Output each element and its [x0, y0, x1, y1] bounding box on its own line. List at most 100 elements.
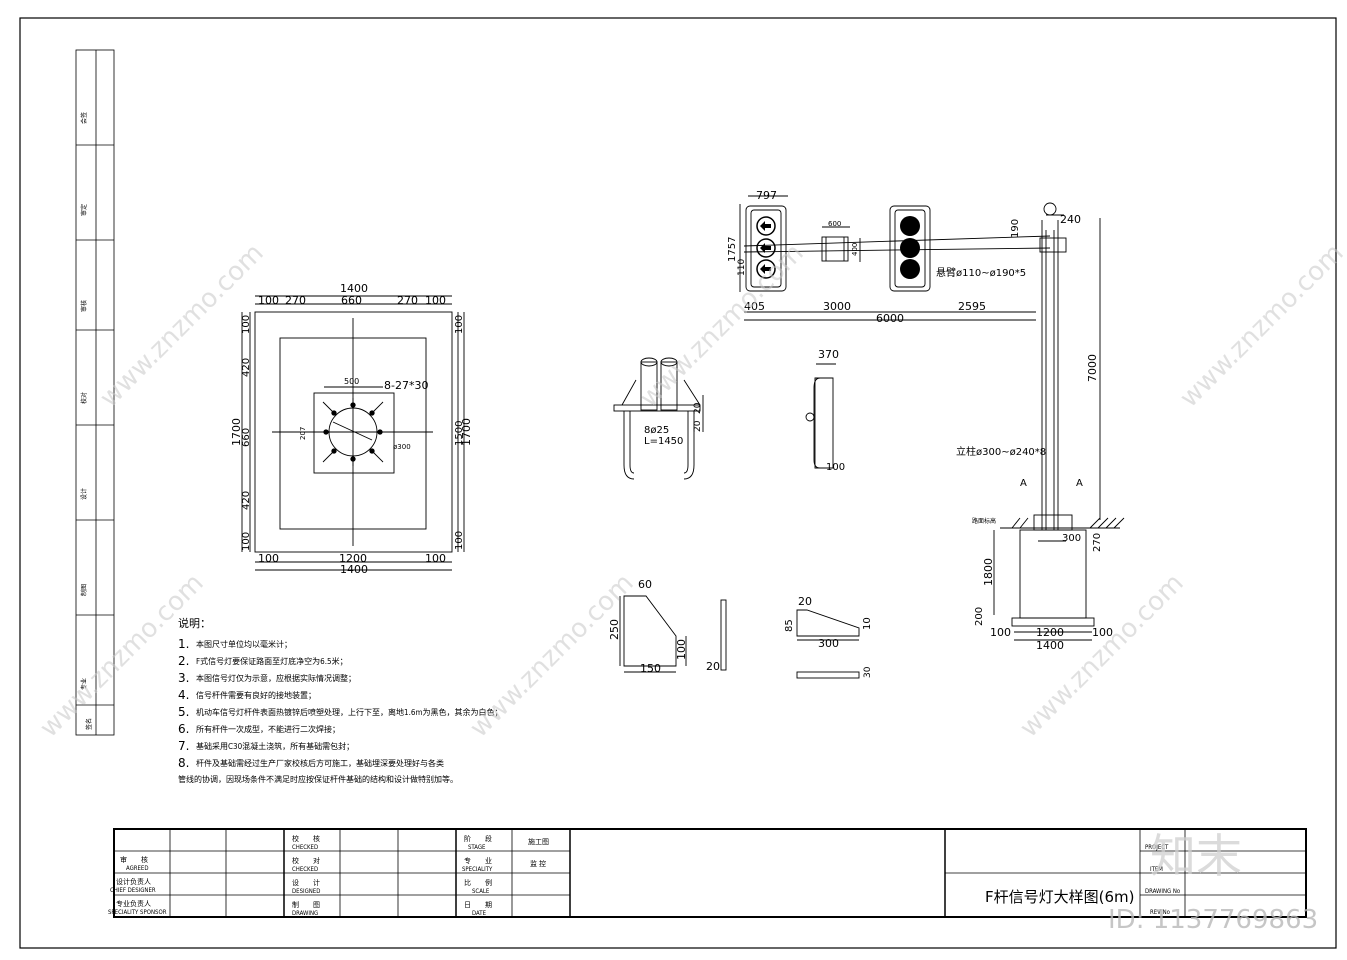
side-label: 校对: [80, 392, 88, 404]
note-text: 机动车信号灯杆件表面热镀锌后喷塑处理，上行下至，离地1.6m为黑色，其余为白色；: [196, 707, 502, 717]
note-text: 杆件及基础需经过生产厂家校核后方可施工，基础埋深要处理好与各类: [196, 758, 444, 768]
dim-right-seg: 100: [454, 315, 465, 334]
stiffener-top: 60: [638, 578, 652, 591]
label-checked2-en: CHECKED: [292, 866, 318, 873]
label-stage: 阶 段: [464, 834, 492, 843]
label-designed-en: DESIGNED: [292, 888, 320, 895]
wedge-left: 85: [784, 619, 795, 632]
site-watermarks: www.znzmo.com www.znzmo.com www.znzmo.co…: [34, 238, 1347, 743]
note-number: 5.: [178, 705, 189, 719]
side-label: 审定: [80, 204, 88, 216]
dim-row2: 6000: [876, 312, 904, 325]
label-scale: 比 例: [464, 878, 492, 887]
label-designed: 设 计: [292, 878, 320, 887]
label-checked1-en: CHECKED: [292, 844, 318, 851]
watermark-url: www.znzmo.com: [464, 568, 639, 743]
title-block: [113, 828, 1307, 918]
note-number: 1.: [178, 637, 189, 651]
dim-left-seg: 420: [241, 491, 252, 510]
round-lamp: [900, 238, 920, 258]
label-drawing: 制 图: [292, 900, 320, 909]
dim-left-seg: 100: [241, 315, 252, 334]
dim-row1: 405: [744, 300, 765, 313]
left-arrow-icon: [760, 243, 771, 253]
clamp-labels: 370 100: [818, 348, 845, 473]
foundation-seg: 100: [990, 626, 1011, 639]
side-label: 签名: [85, 718, 93, 730]
note-number: 4.: [178, 688, 189, 702]
label-date-en: DATE: [472, 910, 487, 917]
clamp-width: 370: [818, 348, 839, 361]
dim-left-seg: 420: [241, 358, 252, 377]
watermark-url: www.znzmo.com: [1014, 568, 1189, 743]
brand-watermark: 知末: [1150, 829, 1242, 883]
dim-bottom-seg: 1200: [339, 552, 367, 565]
wedge-right: 10: [862, 617, 873, 630]
dim-left-seg: 100: [241, 532, 252, 551]
dim-bottom-total: 1400: [340, 563, 368, 576]
label-checked1: 校 核: [292, 834, 320, 843]
note-number: 8.: [178, 756, 189, 770]
base-plan: [241, 295, 465, 571]
dim-row1: 2595: [958, 300, 986, 313]
side-label: 专业: [80, 678, 88, 690]
stiffener-bottom: 150: [640, 662, 661, 675]
left-arrow-icon: [760, 221, 771, 231]
label-sponsor-en: SPECIALITY SPONSOR: [108, 909, 167, 916]
label-rev-en: REV No: [1150, 909, 1171, 916]
clamp-detail: [805, 363, 836, 469]
side-strip-labels: 会签 审定 审核 校对 设计 制图 专业 签名: [80, 112, 93, 730]
note-number: 6.: [178, 722, 189, 736]
title-block-labels: 审 核 AGREED 设计负责人 CHIEF DESIGNER 专业负责人 SP…: [108, 834, 1181, 917]
ground-label: 路面标高: [972, 517, 996, 525]
side-signoff-strip: [75, 49, 115, 736]
dim-top-seg: 100: [258, 294, 279, 307]
bracket-width: 600: [828, 220, 841, 228]
value-speciality: 监 控: [530, 859, 546, 868]
dim-top-seg: 270: [285, 294, 306, 307]
base-width: 300: [1062, 533, 1081, 544]
base-plan-dims: 1400 100 270 660 270 100 100 1200 100 14…: [230, 282, 473, 576]
circle-dim: ø300: [393, 443, 411, 451]
head-height: 1757: [727, 237, 738, 262]
note-number: 3.: [178, 671, 189, 685]
plate-dim: 207: [299, 427, 307, 440]
arrow-lamp: [756, 259, 776, 279]
note-number: 2.: [178, 654, 189, 668]
label-sponsor: 专业负责人: [116, 899, 151, 908]
label-drawing-en: DRAWING: [292, 910, 318, 917]
label-date: 日 期: [464, 901, 492, 909]
note-text: 所有杆件一次成型，不能进行二次焊接；: [196, 724, 340, 734]
note-text: 本图信号灯仅为示意，应根据实际情况调整；: [196, 673, 356, 683]
anchor-bolt-detail: [613, 357, 704, 480]
dim-right-total: 1700: [460, 418, 473, 446]
section-mark-right: A: [1076, 478, 1083, 489]
note-text: 信号杆件需要有良好的接地装置；: [196, 690, 316, 700]
dim-top-seg: 270: [397, 294, 418, 307]
foundation-bottom: 200: [974, 607, 985, 626]
label-item-en: ITEM: [1150, 866, 1163, 873]
stiffener-mid: 100: [675, 639, 688, 660]
label-speciality-en: SPECIALITY: [462, 866, 493, 873]
wedge-top: 20: [798, 595, 812, 608]
dim-left-total: 1700: [230, 418, 243, 446]
pole-height: 7000: [1086, 354, 1099, 382]
anchor-bolt-spec: 8ø25: [644, 425, 669, 436]
arrow-lamp: [756, 238, 776, 258]
anchor-dim: 20: [693, 420, 703, 432]
drawing-title: F杆信号灯大样图(6m): [985, 888, 1135, 906]
arm-dim: 190: [1010, 219, 1021, 238]
foundation-seg: 1200: [1036, 626, 1064, 639]
base-depth: 270: [1092, 533, 1103, 552]
foundation-total: 1400: [1036, 639, 1064, 652]
dim-top-seg: 660: [341, 294, 362, 307]
dim-right-seg: 100: [454, 531, 465, 550]
dim-top-total: 1400: [340, 282, 368, 295]
arm-spec: 悬臂ø110~ø190*5: [936, 266, 1026, 279]
signal-elevation-dims: 797 1757 110 600 400 悬臂ø110~ø190*5 190 2…: [727, 189, 1113, 652]
watermark-url: www.znzmo.com: [634, 238, 809, 413]
dim-bottom-seg: 100: [258, 552, 279, 565]
signal-elevation: [739, 195, 1125, 641]
stiffener-detail: [619, 595, 727, 673]
label-scale-en: SCALE: [472, 888, 490, 895]
